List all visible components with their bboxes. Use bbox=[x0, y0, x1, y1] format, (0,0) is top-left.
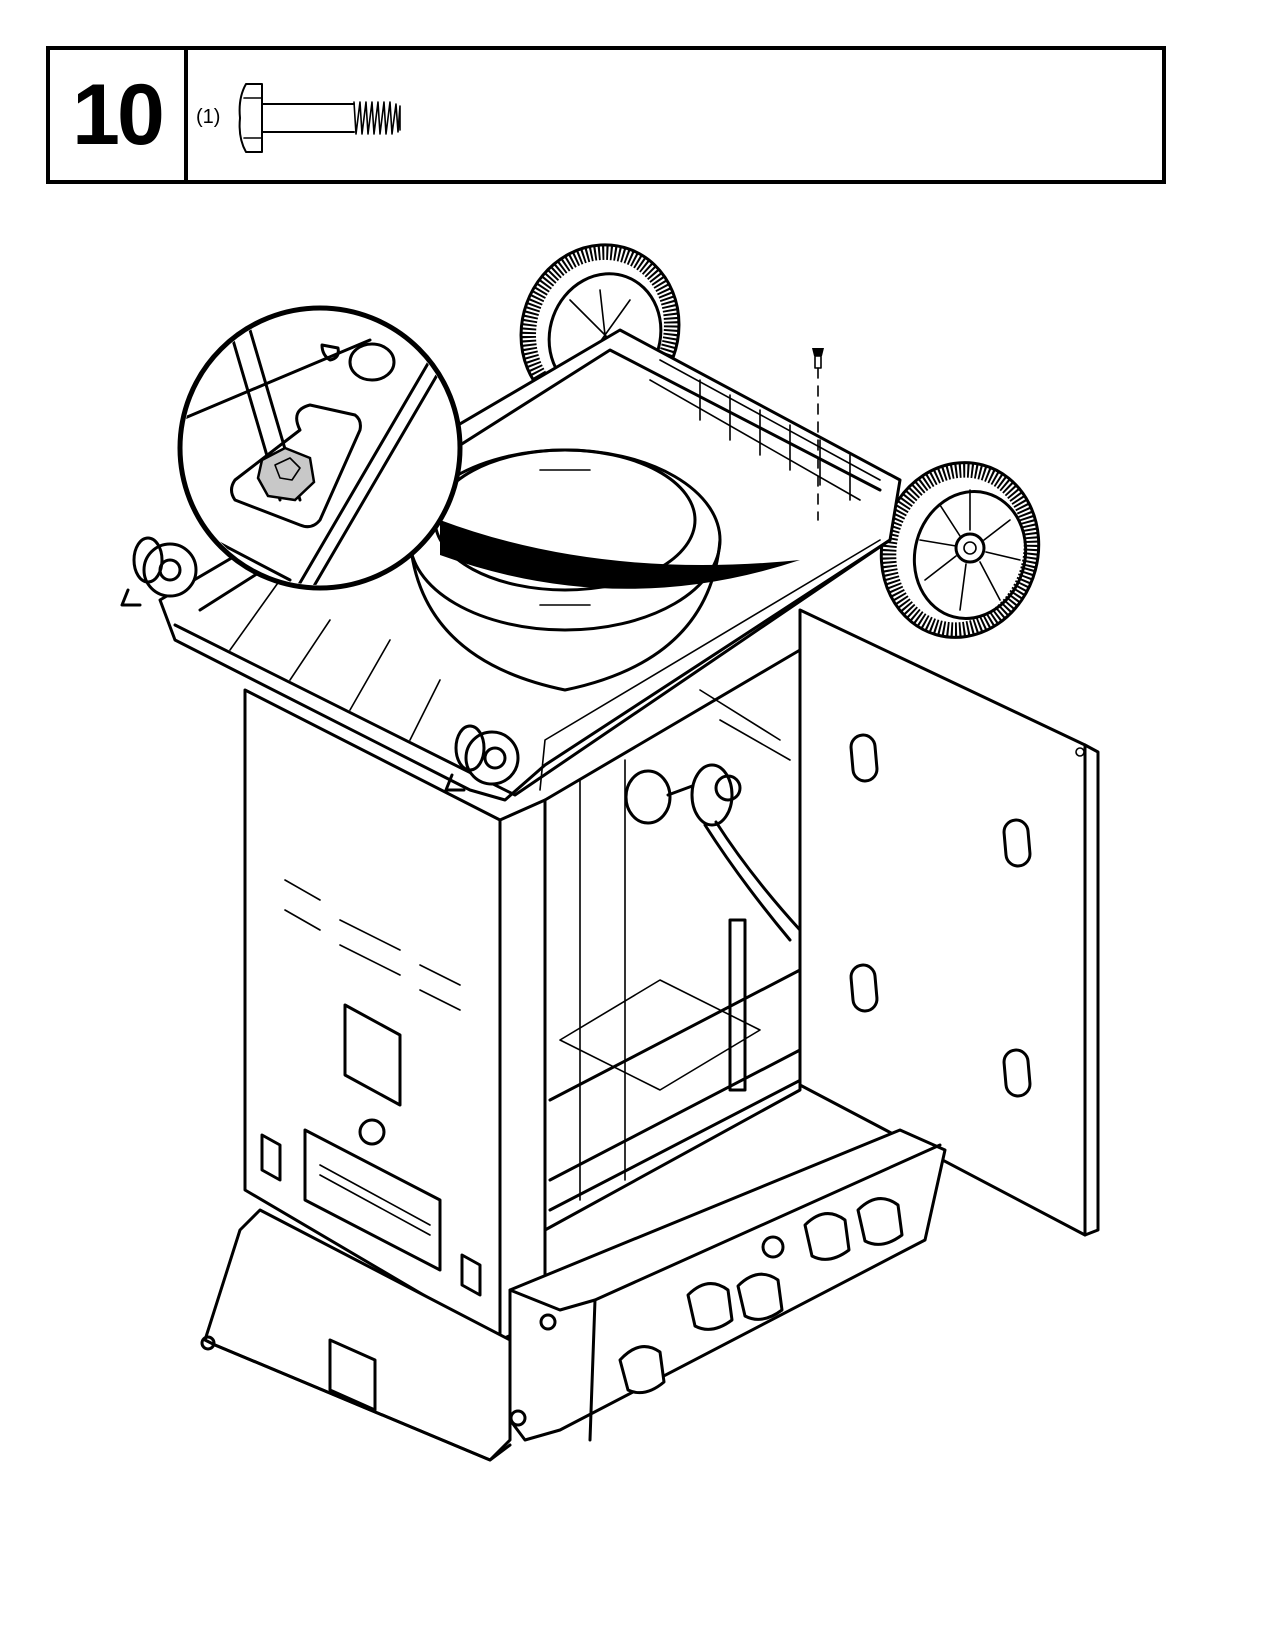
lower-front-panel bbox=[200, 1208, 512, 1462]
hardware-quantity: (1) bbox=[196, 106, 221, 128]
detail-magnifier bbox=[177, 305, 463, 591]
detail-leader bbox=[440, 520, 800, 589]
caster-right bbox=[444, 724, 520, 792]
side-panel-left bbox=[243, 688, 547, 1342]
step-header-box: 10 (1) bbox=[46, 46, 1166, 184]
bolt-insertion-indicator bbox=[812, 348, 824, 521]
cart-door bbox=[798, 608, 1100, 1237]
caster-left bbox=[120, 536, 198, 607]
control-knobs bbox=[618, 1197, 904, 1395]
bolt-icon bbox=[238, 83, 401, 153]
gas-regulator bbox=[624, 763, 802, 942]
control-panel bbox=[508, 1128, 947, 1442]
hardware-callout: (1) bbox=[188, 50, 1162, 180]
rear-wheel-right bbox=[879, 461, 1041, 639]
bolt-thread bbox=[353, 101, 401, 135]
step-number: 10 bbox=[50, 50, 188, 180]
assembly-illustration bbox=[120, 243, 1100, 1462]
